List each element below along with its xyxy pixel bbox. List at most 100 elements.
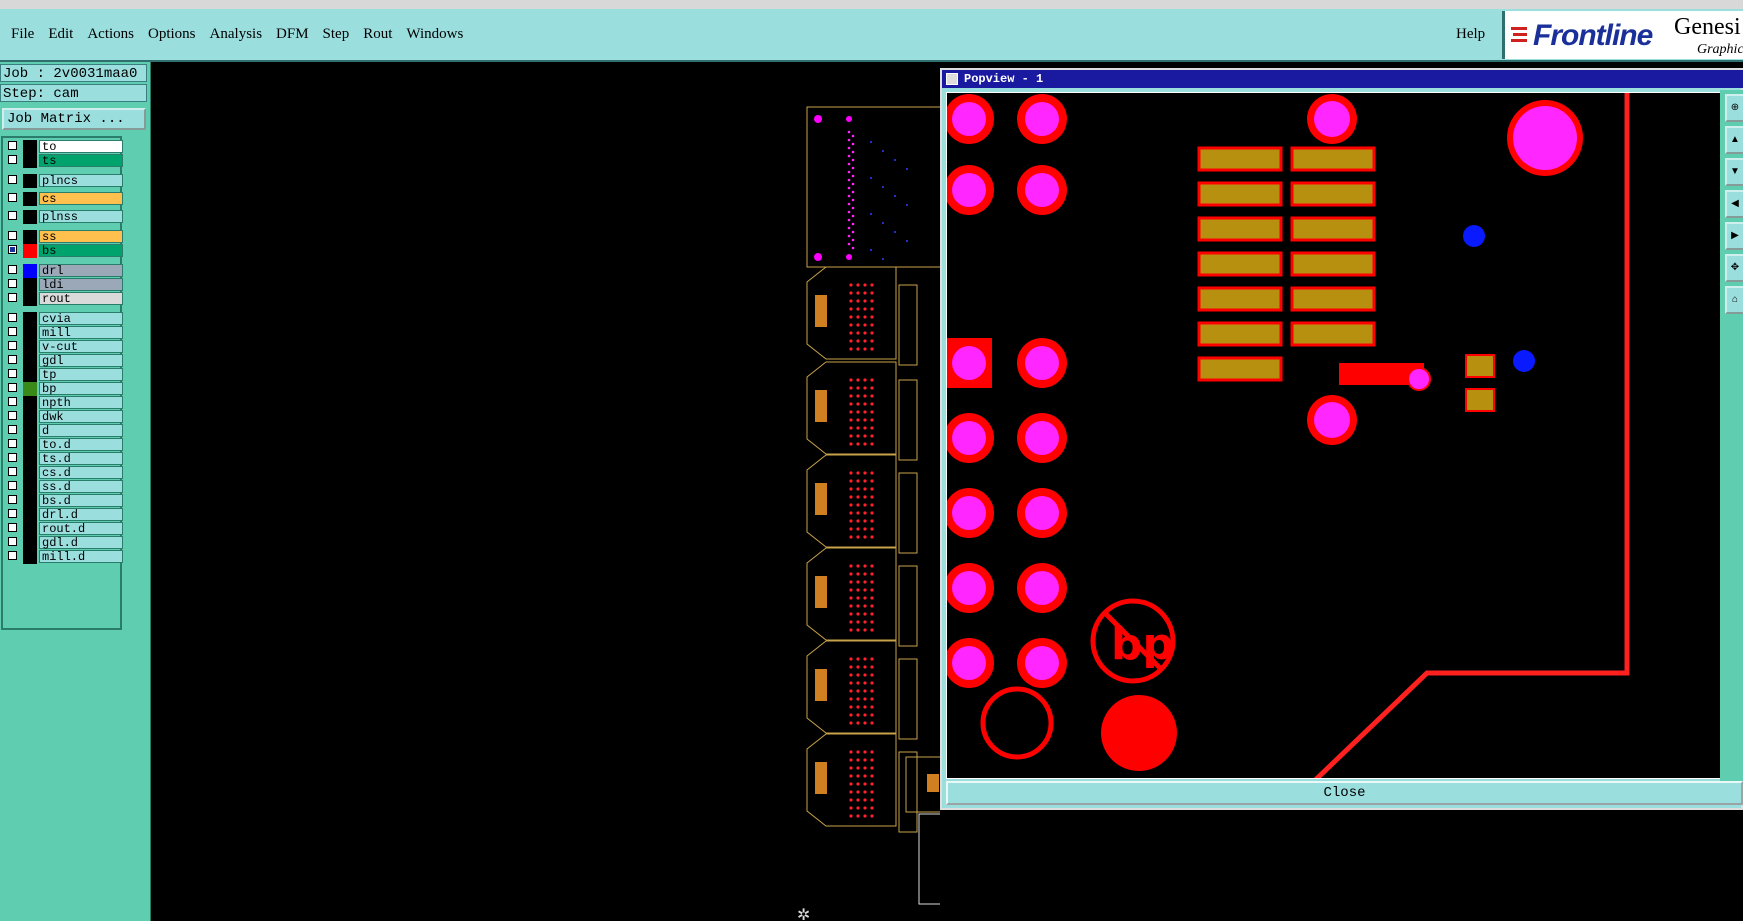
layer-name[interactable]: plncs (39, 174, 123, 187)
layer-color-swatch[interactable] (23, 278, 37, 292)
layer-checkbox[interactable] (8, 495, 17, 504)
layer-row-drl[interactable]: drl (5, 264, 123, 278)
layer-color-swatch[interactable] (23, 154, 37, 168)
menu-rout[interactable]: Rout (363, 26, 393, 42)
menu-dfm[interactable]: DFM (276, 26, 309, 42)
layer-name[interactable]: cs.d (39, 466, 123, 479)
zoom-home-icon[interactable]: ⌂ (1725, 286, 1743, 314)
layer-checkbox[interactable] (8, 453, 17, 462)
layer-color-swatch[interactable] (23, 466, 37, 480)
layer-checkbox[interactable] (8, 341, 17, 350)
layer-row-ldi[interactable]: ldi (5, 278, 123, 292)
layer-name[interactable]: npth (39, 396, 123, 409)
layer-color-swatch[interactable] (23, 550, 37, 564)
layer-row-dwk[interactable]: dwk (5, 410, 123, 424)
layer-row-drl-d[interactable]: drl.d (5, 508, 123, 522)
layer-checkbox[interactable] (8, 523, 17, 532)
layer-checkbox[interactable] (8, 551, 17, 560)
layer-name[interactable]: to (39, 140, 123, 153)
layer-name[interactable]: gdl (39, 354, 123, 367)
layer-row-gdl[interactable]: gdl (5, 354, 123, 368)
layer-row-tp[interactable]: tp (5, 368, 123, 382)
layer-row-to-d[interactable]: to.d (5, 438, 123, 452)
layer-row-mill[interactable]: mill (5, 326, 123, 340)
layer-name[interactable]: rout.d (39, 522, 123, 535)
popview-close-button[interactable]: Close (946, 781, 1743, 805)
layer-checkbox[interactable] (8, 411, 17, 420)
layer-color-swatch[interactable] (23, 368, 37, 382)
job-matrix-button[interactable]: Job Matrix ... (2, 108, 146, 130)
layer-name[interactable]: to.d (39, 438, 123, 451)
pan-right-icon[interactable]: ▶ (1725, 222, 1743, 250)
layer-name[interactable]: d (39, 424, 123, 437)
layer-color-swatch[interactable] (23, 354, 37, 368)
layer-checkbox[interactable] (8, 355, 17, 364)
layer-row-ts-d[interactable]: ts.d (5, 452, 123, 466)
layer-row-bs-d[interactable]: bs.d (5, 494, 123, 508)
layer-checkbox[interactable] (8, 383, 17, 392)
layer-checkbox[interactable] (8, 293, 17, 302)
layer-row-cs-d[interactable]: cs.d (5, 466, 123, 480)
layer-row-ts[interactable]: ts (5, 154, 123, 168)
layer-color-swatch[interactable] (23, 140, 37, 154)
layer-color-swatch[interactable] (23, 536, 37, 550)
layer-checkbox[interactable] (8, 175, 17, 184)
layer-row-bp[interactable]: bp (5, 382, 123, 396)
layer-color-swatch[interactable] (23, 244, 37, 258)
zoom-in-icon[interactable]: ⊕ (1725, 94, 1743, 122)
layer-checkbox[interactable] (8, 425, 17, 434)
layer-color-swatch[interactable] (23, 494, 37, 508)
layer-color-swatch[interactable] (23, 424, 37, 438)
layer-name[interactable]: cs (39, 192, 123, 205)
layer-checkbox[interactable] (8, 509, 17, 518)
popview-canvas[interactable]: bp (946, 92, 1721, 779)
layer-name[interactable]: ss.d (39, 480, 123, 493)
layer-name[interactable]: cvia (39, 312, 123, 325)
layer-row-rout-d[interactable]: rout.d (5, 522, 123, 536)
layer-row-mill-d[interactable]: mill.d (5, 550, 123, 564)
layer-checkbox[interactable] (8, 141, 17, 150)
layer-color-swatch[interactable] (23, 410, 37, 424)
pan-down-icon[interactable]: ▼ (1725, 158, 1743, 186)
layer-name[interactable]: gdl.d (39, 536, 123, 549)
zoom-fit-icon[interactable]: ✥ (1725, 254, 1743, 282)
window-close-icon[interactable] (946, 73, 958, 85)
layer-row-gdl-d[interactable]: gdl.d (5, 536, 123, 550)
layer-row-npth[interactable]: npth (5, 396, 123, 410)
menu-windows[interactable]: Windows (406, 26, 464, 42)
layer-row-cvia[interactable]: cvia (5, 312, 123, 326)
layer-checkbox[interactable] (8, 481, 17, 490)
layer-row-ss-d[interactable]: ss.d (5, 480, 123, 494)
layer-row-d[interactable]: d (5, 424, 123, 438)
layer-name[interactable]: mill.d (39, 550, 123, 563)
layer-checkbox[interactable] (8, 327, 17, 336)
layer-row-plnss[interactable]: plnss (5, 210, 123, 224)
layer-name[interactable]: ts (39, 154, 123, 167)
layer-checkbox[interactable] (8, 467, 17, 476)
menu-step[interactable]: Step (322, 26, 350, 42)
pan-up-icon[interactable]: ▲ (1725, 126, 1743, 154)
layer-color-swatch[interactable] (23, 312, 37, 326)
layer-checkbox[interactable] (8, 231, 17, 240)
layer-row-rout[interactable]: rout (5, 292, 123, 306)
layer-name[interactable]: ts.d (39, 452, 123, 465)
layer-row-to[interactable]: to (5, 140, 123, 154)
layer-row-plncs[interactable]: plncs (5, 174, 123, 188)
layer-color-swatch[interactable] (23, 508, 37, 522)
layer-name[interactable]: dwk (39, 410, 123, 423)
layer-color-swatch[interactable] (23, 480, 37, 494)
layer-checkbox[interactable] (8, 155, 17, 164)
pan-left-icon[interactable]: ◀ (1725, 190, 1743, 218)
layer-name[interactable]: ss (39, 230, 123, 243)
pcb-canvas[interactable]: ✲ (151, 62, 940, 921)
layer-color-swatch[interactable] (23, 210, 37, 224)
layer-color-swatch[interactable] (23, 230, 37, 244)
menu-help[interactable]: Help (1456, 26, 1486, 42)
layer-color-swatch[interactable] (23, 382, 37, 396)
layer-checkbox[interactable] (8, 369, 17, 378)
layer-name[interactable]: mill (39, 326, 123, 339)
menu-options[interactable]: Options (148, 26, 196, 42)
layer-name[interactable]: ldi (39, 278, 123, 291)
layer-checkbox[interactable] (8, 245, 17, 254)
layer-row-v-cut[interactable]: v-cut (5, 340, 123, 354)
